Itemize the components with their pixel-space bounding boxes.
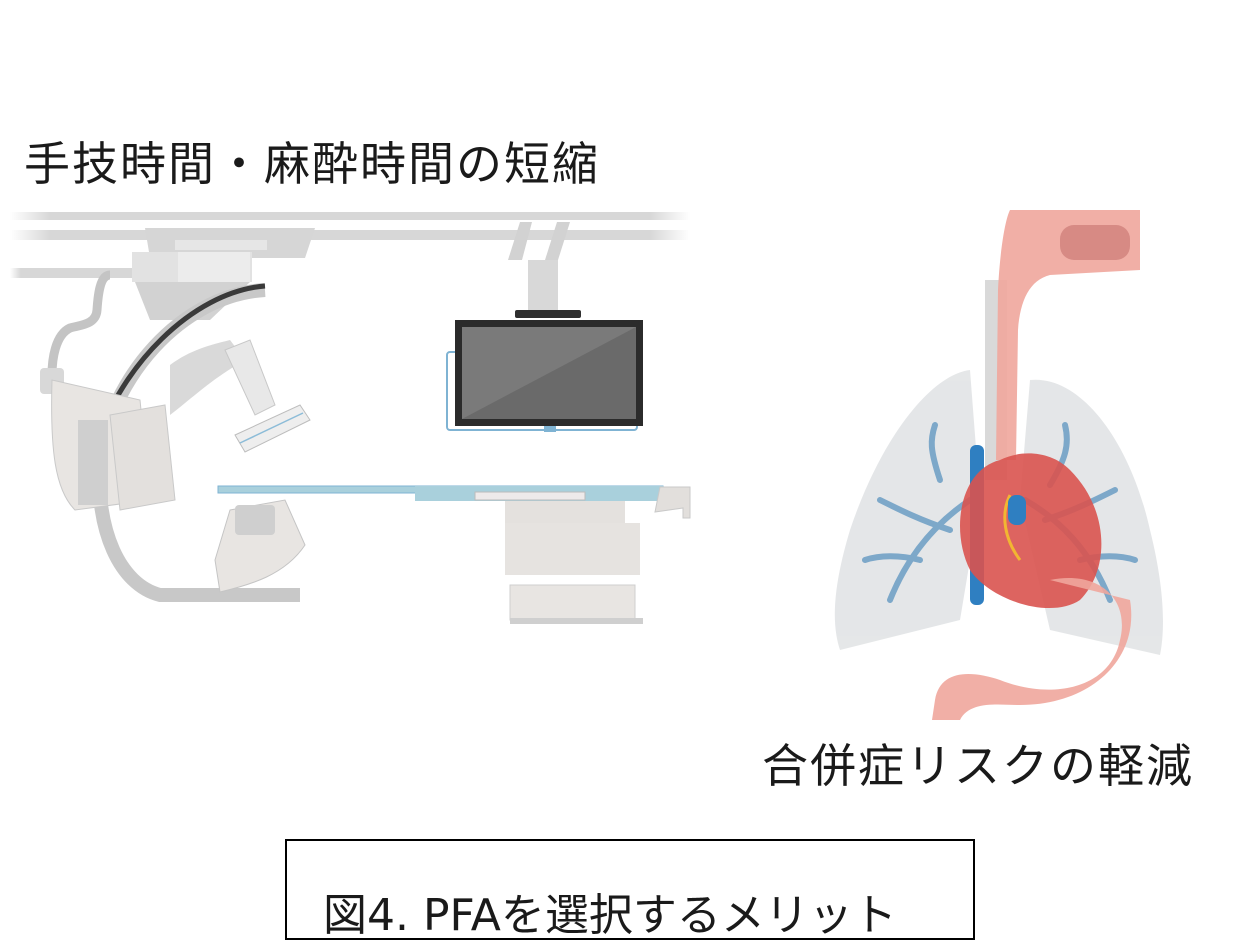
figure-caption: 図4. PFAを選択するメリット (323, 879, 897, 943)
detector-arm (170, 339, 311, 453)
caption-suffix: を選択するメリット (500, 890, 897, 941)
figure-caption-box: 図4. PFAを選択するメリット (285, 839, 975, 943)
benefit-label-procedure-time: 手技時間・麻酔時間の短縮 (24, 137, 600, 191)
monitor-mount (508, 222, 581, 318)
x-ray-tube (214, 499, 306, 593)
monitor (446, 320, 643, 432)
c-arm (40, 270, 300, 602)
caption-number: 4. PFA (367, 890, 501, 941)
ceiling-rail (10, 212, 690, 278)
thoracic-anatomy-illustration (834, 210, 1163, 720)
benefit-label-complication-risk: 合併症リスクの軽減 (762, 739, 1194, 793)
c-arm-mount (132, 228, 315, 320)
patient-table (217, 485, 691, 624)
angiography-suite-illustration (10, 212, 691, 624)
caption-prefix: 図 (323, 890, 367, 941)
esophagus (996, 210, 1140, 460)
heart (960, 445, 1102, 609)
stomach (932, 578, 1132, 720)
